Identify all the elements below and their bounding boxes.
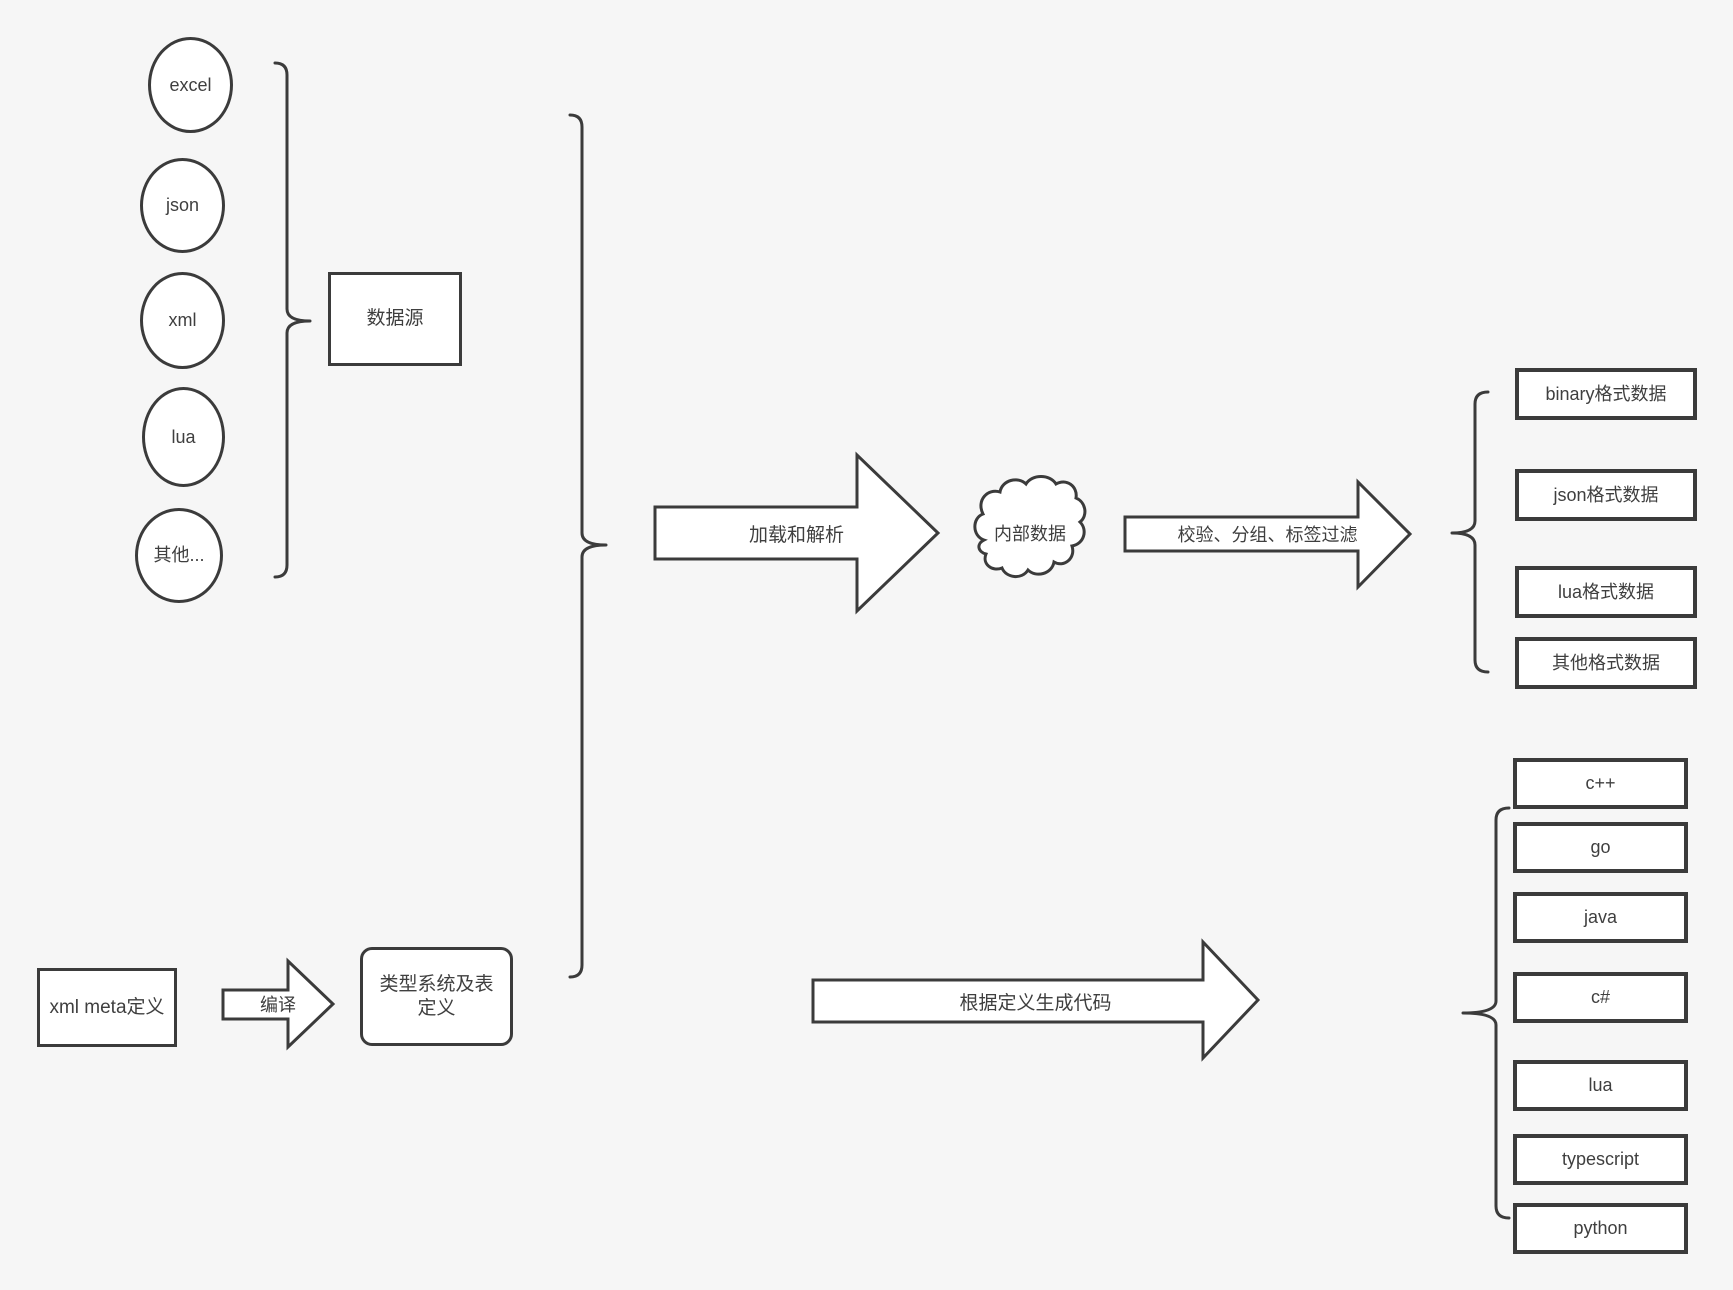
source-circle-other: 其他... — [135, 508, 223, 603]
compile-arrow-label: 编译 — [260, 995, 296, 1015]
languages-brace — [1461, 806, 1511, 1220]
source-circle-json: json — [140, 158, 225, 253]
format-label: binary格式数据 — [1545, 383, 1667, 404]
load-parse-arrow-label: 加载和解析 — [748, 524, 844, 546]
type-system-box: 类型系统及表定义 — [360, 947, 513, 1046]
language-box-csharp: c# — [1513, 972, 1688, 1023]
source-circle-excel: excel — [148, 37, 233, 133]
format-box-json: json格式数据 — [1515, 469, 1697, 521]
language-label: c# — [1590, 987, 1610, 1008]
data-source-label: 数据源 — [366, 308, 424, 330]
filter-arrow-label: 校验、分组、标签过滤 — [1177, 525, 1358, 545]
sources-brace — [273, 61, 312, 579]
formats-brace — [1450, 390, 1490, 674]
language-label: lua — [1588, 1075, 1613, 1096]
format-box-other: 其他格式数据 — [1515, 637, 1697, 689]
source-label: 其他... — [153, 545, 205, 566]
language-box-java: java — [1513, 892, 1688, 943]
language-label: typescript — [1561, 1149, 1640, 1170]
format-box-binary: binary格式数据 — [1515, 368, 1697, 420]
format-label: json格式数据 — [1553, 484, 1659, 505]
type-system-label: 类型系统及表定义 — [379, 973, 494, 1019]
source-label: lua — [171, 426, 196, 447]
language-box-typescript: typescript — [1513, 1134, 1688, 1185]
language-label: java — [1583, 907, 1618, 928]
source-label: xml — [168, 310, 197, 331]
format-label: lua格式数据 — [1557, 581, 1655, 602]
source-circle-lua: lua — [142, 387, 225, 487]
data-source-box: 数据源 — [328, 272, 462, 366]
xml-meta-label: xml meta定义 — [49, 996, 165, 1018]
format-box-lua: lua格式数据 — [1515, 566, 1697, 618]
language-box-lua: lua — [1513, 1060, 1688, 1111]
language-label: c++ — [1585, 773, 1616, 794]
inputs-group-brace — [568, 113, 608, 979]
source-circle-xml: xml — [140, 272, 225, 369]
format-label: 其他格式数据 — [1552, 652, 1660, 673]
source-label: json — [165, 195, 200, 216]
xml-meta-box: xml meta定义 — [37, 968, 177, 1047]
language-box-go: go — [1513, 822, 1688, 873]
internal-data-label: 内部数据 — [994, 523, 1066, 544]
language-box-python: python — [1513, 1203, 1688, 1254]
language-label: go — [1590, 837, 1611, 858]
generate-code-arrow-label: 根据定义生成代码 — [959, 992, 1112, 1014]
language-box-cpp: c++ — [1513, 758, 1688, 809]
source-label: excel — [169, 74, 212, 95]
language-label: python — [1573, 1218, 1628, 1239]
